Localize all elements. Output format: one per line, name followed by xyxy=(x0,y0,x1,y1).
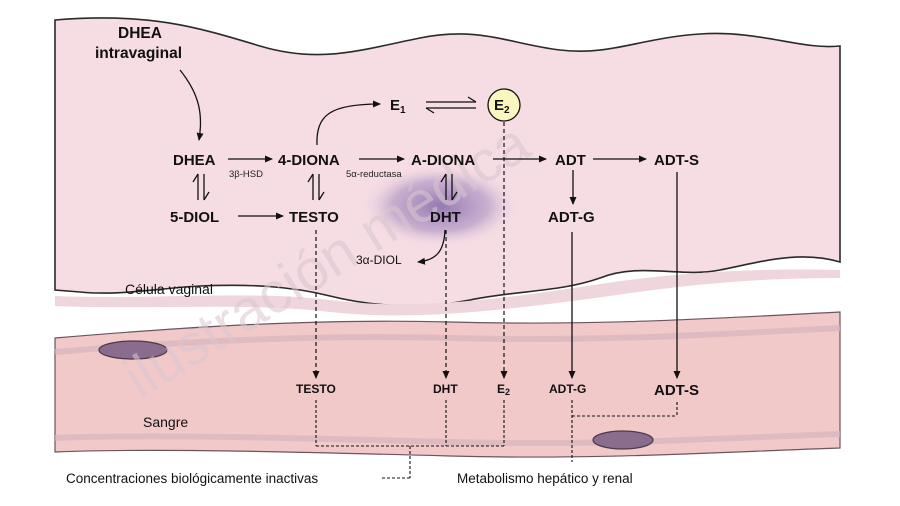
label-celula-vaginal: Célula vaginal xyxy=(125,281,213,297)
node-a-diona: A-DIONA xyxy=(411,152,475,169)
node-dht: DHT xyxy=(430,209,461,226)
node-3a-diol: 3α-DIOL xyxy=(356,253,402,267)
blood-node-dht: DHT xyxy=(433,382,458,396)
arrow-e2-to-e1-head xyxy=(425,107,435,114)
blood-node-e2-letter: E xyxy=(497,382,505,396)
vessel-inner-wall-bottom xyxy=(54,431,841,447)
arrow-e1-to-e2-head xyxy=(467,96,477,103)
blood-node-e2: E2 xyxy=(497,382,510,397)
caption-inactive: Concentraciones biológicamente inactivas xyxy=(66,471,318,486)
blood-node-testo: TESTO xyxy=(296,382,336,396)
node-adt-s: ADT-S xyxy=(654,152,699,169)
arrow-4-diona-to-e1 xyxy=(316,100,381,146)
arrow-dht-to-3a-diol xyxy=(417,229,446,265)
node-e1-letter: E xyxy=(390,97,400,114)
node-e1: E1 xyxy=(390,97,406,116)
node-e1-sub: 1 xyxy=(400,105,406,116)
vaginal-cell xyxy=(54,17,841,307)
metabolism-bracket xyxy=(571,400,678,462)
input-arrow xyxy=(179,69,204,141)
blood-node-adt-g: ADT-G xyxy=(549,382,586,396)
input-title: DHEA intravaginal xyxy=(95,25,182,62)
equilibrium-dhea-5-diol xyxy=(192,173,210,201)
node-dhea: DHEA xyxy=(173,152,216,169)
blood-node-e2-sub: 2 xyxy=(505,387,510,397)
input-title-line2: intravaginal xyxy=(95,45,182,62)
input-title-line1: DHEA xyxy=(118,25,162,42)
red-blood-cell xyxy=(592,430,654,450)
node-adt: ADT xyxy=(555,152,586,169)
e2-highlight-circle xyxy=(487,88,521,122)
cell-nucleus xyxy=(360,164,520,248)
node-5-diol: 5-DIOL xyxy=(170,209,219,226)
blood-node-adt-s: ADT-S xyxy=(654,382,699,399)
cell-membrane-band xyxy=(55,269,840,316)
node-e2-sub: 2 xyxy=(504,105,510,116)
node-adt-g: ADT-G xyxy=(548,209,595,226)
inactive-bracket xyxy=(315,400,505,479)
node-e2-letter: E xyxy=(494,97,504,114)
node-4-diona: 4-DIONA xyxy=(278,152,340,169)
node-e2: E2 xyxy=(494,97,510,116)
equilibrium-4-diona-testo xyxy=(307,173,325,201)
node-testo: TESTO xyxy=(289,209,339,226)
label-sangre: Sangre xyxy=(143,414,188,430)
enzyme-5a-reductasa: 5α-reductasa xyxy=(346,169,402,180)
red-blood-cell xyxy=(98,340,168,360)
caption-metabolism: Metabolismo hepático y renal xyxy=(457,471,633,486)
enzyme-3b-hsd: 3β-HSD xyxy=(229,169,263,180)
equilibrium-a-diona-dht xyxy=(440,173,458,201)
